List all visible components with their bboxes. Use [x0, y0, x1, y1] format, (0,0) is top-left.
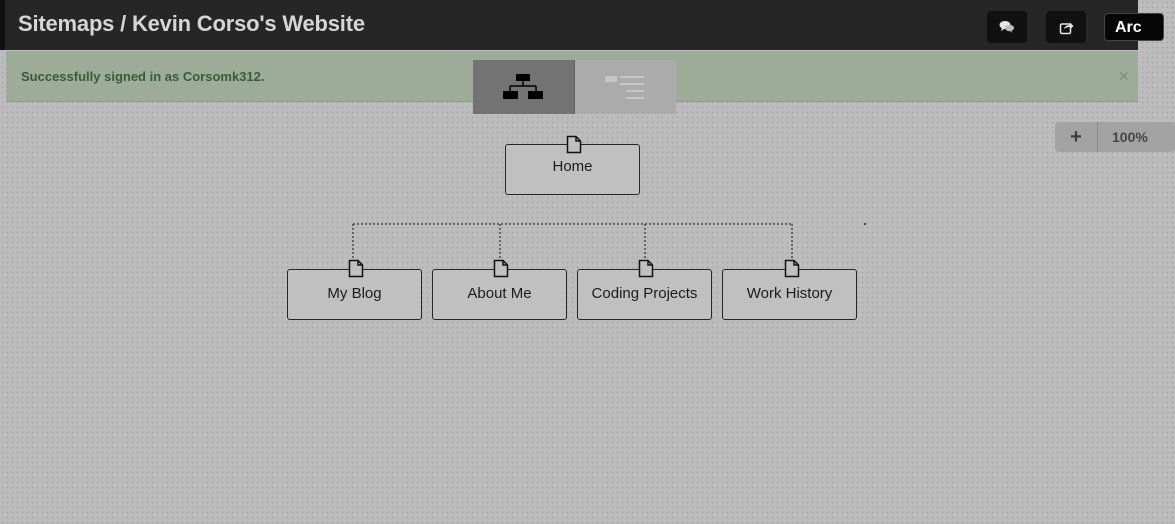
zoom-in-button[interactable]: + — [1055, 122, 1098, 152]
share-button[interactable] — [1046, 11, 1086, 43]
page-icon — [493, 259, 509, 278]
comments-button[interactable] — [987, 11, 1027, 43]
sitemap-node-work-history[interactable]: Work History — [722, 269, 857, 320]
node-label: Coding Projects — [591, 285, 698, 302]
node-label: Home — [552, 158, 593, 175]
page-icon — [784, 259, 800, 278]
sitemap-connectors — [352, 223, 866, 263]
share-icon — [1059, 22, 1073, 34]
view-toggle — [473, 60, 676, 114]
tree-view-button[interactable] — [473, 60, 575, 114]
top-bar: Sitemaps / Kevin Corso's Website Arc — [0, 0, 1164, 50]
node-label: About Me — [467, 285, 532, 302]
sitemap-node-coding-projects[interactable]: Coding Projects — [577, 269, 712, 320]
node-label: Work History — [746, 285, 833, 302]
zoom-level: 100% — [1112, 129, 1148, 145]
zoom-control: + 100% — [1055, 122, 1175, 152]
page-icon — [348, 259, 364, 278]
sitemap-node-about-me[interactable]: About Me — [432, 269, 567, 320]
page-title: Sitemaps / Kevin Corso's Website — [18, 11, 365, 36]
list-view-button[interactable] — [574, 60, 676, 114]
sitemap-icon — [503, 74, 544, 99]
top-bar-edge — [0, 0, 5, 50]
page-icon — [638, 259, 654, 278]
archive-button[interactable]: Arc — [1104, 13, 1164, 41]
node-label: My Blog — [327, 285, 382, 302]
list-icon — [605, 76, 645, 99]
comments-icon — [999, 21, 1014, 33]
close-icon[interactable]: × — [1118, 66, 1129, 86]
sitemap-node-home[interactable]: Home — [505, 144, 640, 195]
alert-message: Successfully signed in as Corsomk312. — [21, 69, 265, 84]
page-icon — [566, 135, 582, 154]
